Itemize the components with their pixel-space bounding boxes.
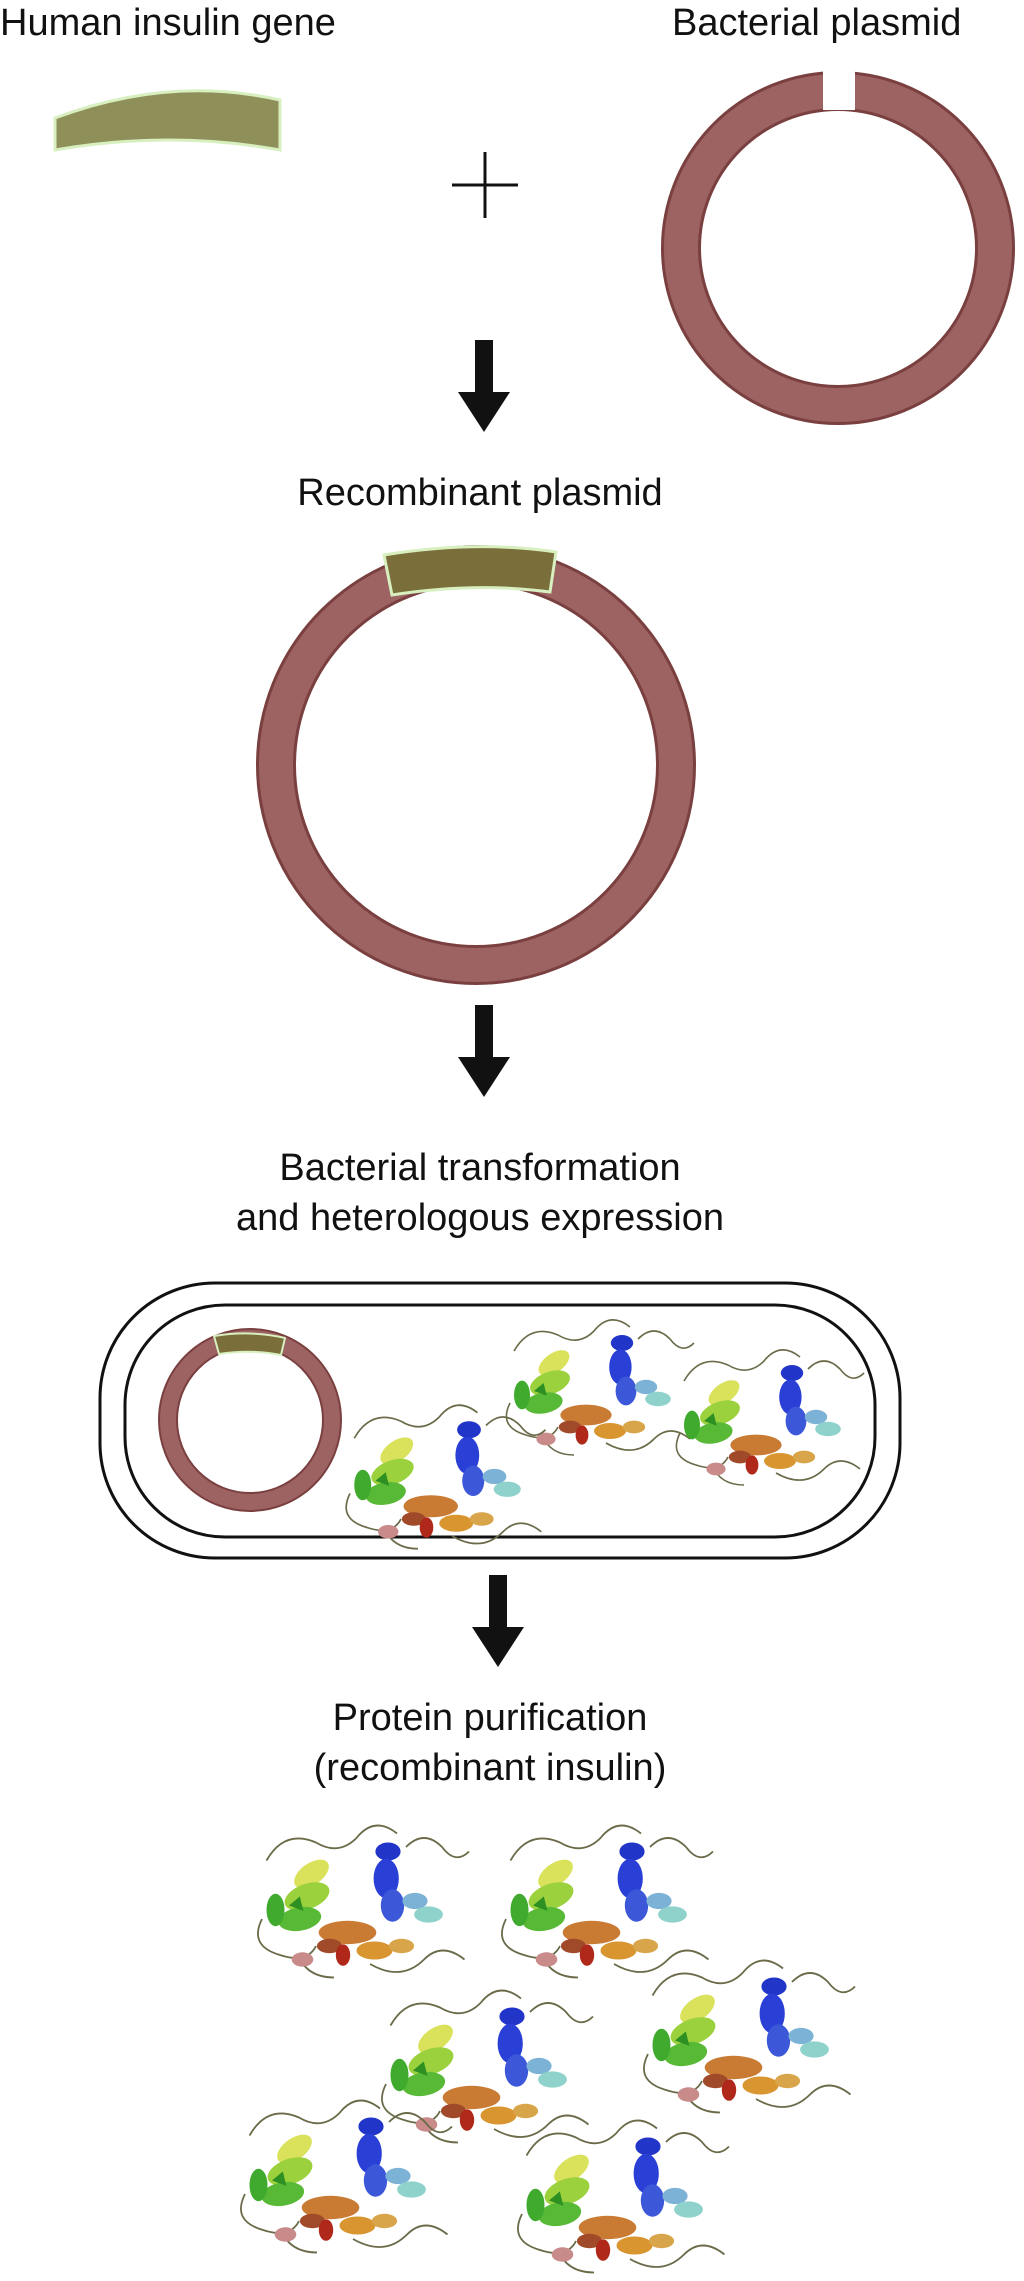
human-insulin-gene-segment	[53, 89, 282, 152]
insulin-protein-structure-icon	[675, 1349, 865, 1486]
insulin-protein-structure-icon	[501, 1824, 714, 1979]
label-recombinant-insulin: (recombinant insulin)	[313, 1747, 667, 1789]
cell-plasmid-ring	[158, 1328, 342, 1512]
cell-inserted-gene-segment	[212, 1332, 287, 1357]
insulin-protein-structure-icon	[381, 1989, 594, 2144]
label-human-insulin-gene: Human insulin gene	[0, 2, 336, 44]
plus-icon	[452, 152, 518, 218]
label-protein-purification: Protein purification	[332, 1697, 648, 1739]
inserted-gene-segment	[382, 545, 558, 597]
bacterial-cell	[98, 1281, 902, 1560]
insulin-protein-structure-icon	[643, 1959, 856, 2114]
label-recombinant-plasmid: Recombinant plasmid	[297, 472, 663, 514]
bacterial-plasmid-ring	[661, 68, 1015, 425]
arrow-down-icon	[472, 1575, 524, 1667]
label-transformation-1: Bacterial transformation	[279, 1147, 681, 1189]
arrow-down-icon	[458, 1005, 510, 1097]
insulin-protein-structure-icon	[345, 1404, 547, 1550]
label-bacterial-plasmid: Bacterial plasmid	[672, 2, 962, 44]
recombinant-plasmid-ring	[256, 545, 696, 985]
arrow-down-icon	[458, 340, 510, 432]
label-transformation-2: and heterologous expression	[235, 1197, 724, 1239]
insulin-protein-structure-icon	[257, 1824, 470, 1979]
insulin-protein-structure-icon	[517, 2119, 730, 2274]
